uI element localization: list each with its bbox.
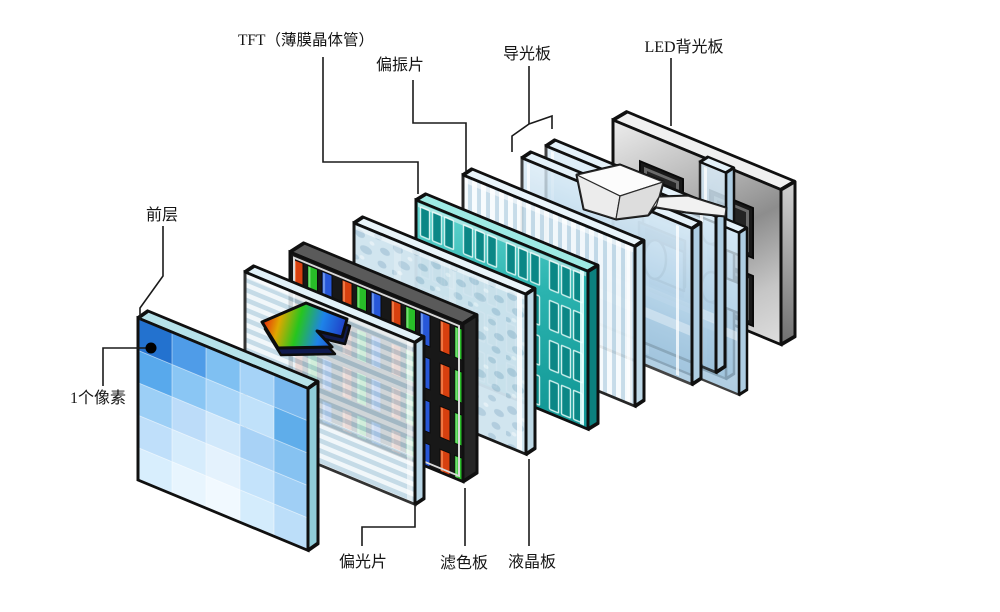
callout-lines (102, 57, 672, 546)
label-polarizing-plate: 偏振片 (376, 56, 424, 74)
label-color-filter: 滤色板 (440, 554, 488, 572)
label-one-pixel: 1个像素 (70, 389, 126, 407)
tft-callout-line (322, 57, 419, 194)
label-light-guide-plate: 导光板 (503, 45, 551, 63)
one-pixel-callout-line (102, 347, 151, 386)
label-front-layer: 前层 (146, 206, 178, 224)
pixel-grid-lines (138, 331, 308, 537)
label-lcd-panel: 液晶板 (508, 553, 556, 571)
front-layer-panel (136, 309, 320, 553)
front-layer-callout-line (139, 226, 164, 320)
polarizing-plate-callout-line (412, 80, 467, 171)
light-guide-bracket-right (528, 114, 553, 129)
light-guide-bracket-left (511, 123, 530, 152)
light-direction-arrow (575, 163, 728, 221)
label-polarizer: 偏光片 (339, 553, 387, 571)
one-pixel-marker-dot (145, 342, 157, 354)
label-tft: TFT（薄膜晶体管） (238, 31, 374, 49)
rainbow-light-arrow (260, 301, 352, 357)
polarizer-callout-line (361, 504, 416, 546)
pixel-mosaic (138, 318, 308, 551)
label-led-backlight: LED背光板 (644, 38, 723, 56)
